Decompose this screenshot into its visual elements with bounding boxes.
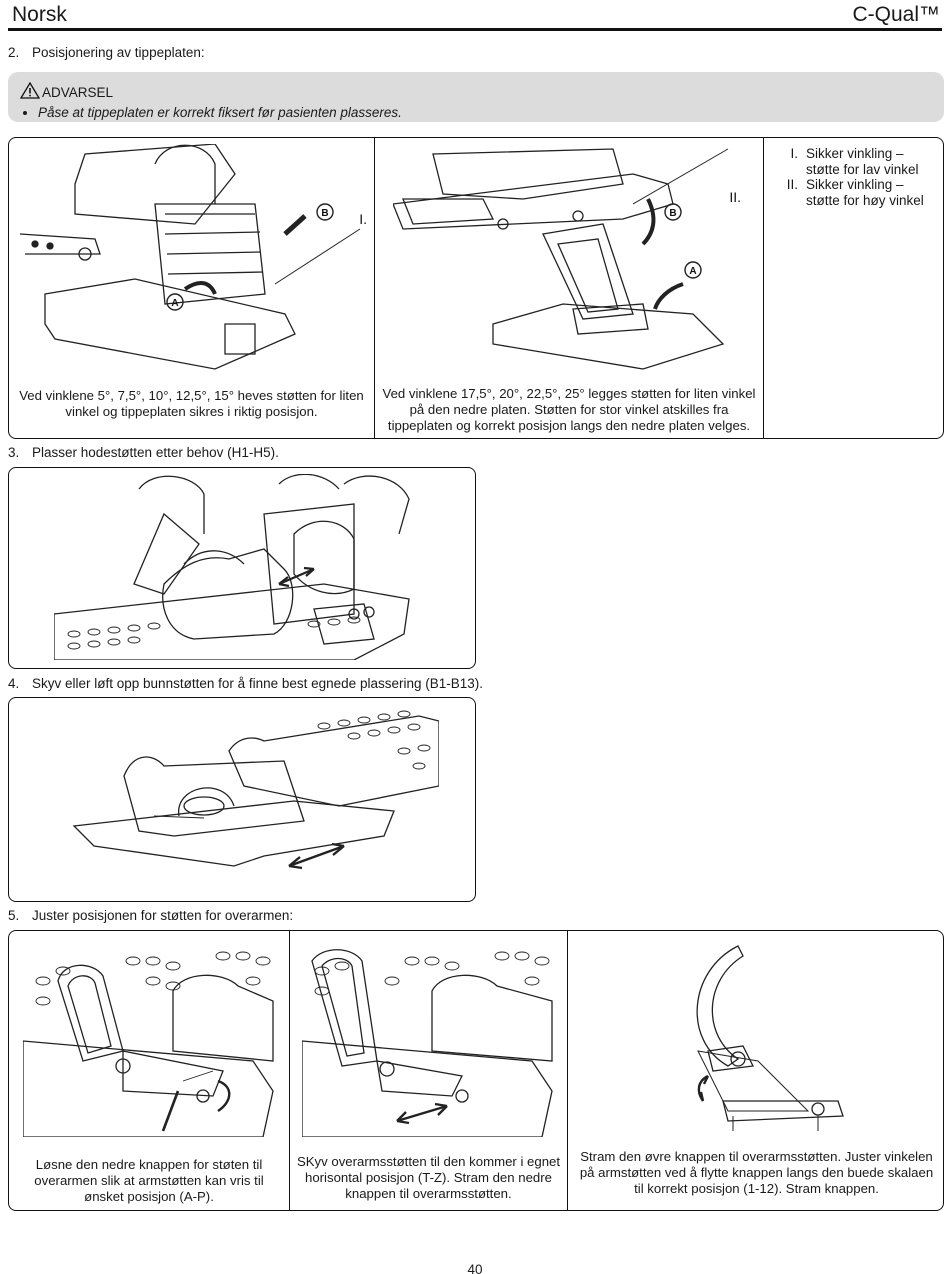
label-b: B	[321, 208, 328, 219]
step-number: 4.	[8, 676, 20, 691]
arm-angle-illustration	[668, 941, 848, 1137]
tilt-cell-low-angle: B A I. Ved vinklene 5°, 7,5°, 10°, 12,5°…	[9, 138, 375, 438]
bottom-support-panel	[8, 697, 476, 902]
arm-cell-loosen: Løsne den nedre knappen for støten til o…	[9, 931, 290, 1210]
step-text: Juster posisjonen for støtten for overar…	[32, 908, 294, 923]
label-b: B	[669, 208, 676, 219]
high-angle-caption: Ved vinklene 17,5°, 20°, 22,5°, 25° legg…	[382, 386, 756, 433]
upper-arm-panel: Løsne den nedre knappen for støten til o…	[8, 930, 944, 1211]
roman-label-i: I.	[359, 211, 367, 227]
headrest-panel	[8, 467, 476, 669]
step-2-heading: 2. Posisjonering av tippeplaten:	[8, 45, 205, 60]
arm-cell-slide: SKyv overarmsstøtten til den kommer i eg…	[290, 931, 568, 1210]
tilt-notes-cell: I. Sikker vinkling –støtte for lav vinke…	[764, 138, 943, 438]
step-text: Posisjonering av tippeplaten:	[32, 45, 205, 60]
arm-angle-caption: Stram den øvre knappen til overarmsstøtt…	[579, 1149, 934, 1196]
step-text: Skyv eller løft opp bunnstøtten for å fi…	[32, 676, 483, 691]
note-item: II. Sikker vinkling –støtte for høy vink…	[786, 177, 924, 208]
tilt-cell-high-angle: B A II. Ved vinklene 17,5°, 20°, 22,5°, …	[375, 138, 764, 438]
warning-box: ADVARSEL Påse at tippeplaten er korrekt …	[8, 72, 944, 122]
step-number: 3.	[8, 445, 20, 460]
high-angle-support-illustration: B A II.	[393, 144, 743, 376]
step-text: Plasser hodestøtten etter behov (H1-H5).	[32, 445, 279, 460]
low-angle-support-illustration: B A I.	[15, 144, 369, 376]
headrest-illustration	[54, 474, 414, 660]
label-a: A	[171, 298, 178, 309]
low-angle-caption: Ved vinklene 5°, 7,5°, 10°, 12,5°, 15° h…	[19, 388, 364, 419]
arm-slide-illustration	[302, 941, 556, 1137]
page-number: 40	[467, 1262, 483, 1274]
arm-cell-angle: Stram den øvre knappen til overarmsstøtt…	[568, 931, 943, 1210]
page-header: Norsk C-Qual™	[8, 0, 942, 31]
step-number: 2.	[8, 45, 20, 60]
roman-label-ii: II.	[729, 189, 741, 205]
language-label: Norsk	[12, 3, 67, 26]
arm-loosen-illustration	[23, 941, 275, 1137]
warning-bullet: Påse at tippeplaten er korrekt fiksert f…	[38, 105, 932, 120]
warning-title: ADVARSEL	[42, 84, 114, 100]
arm-loosen-caption: Løsne den nedre knappen for støten til o…	[34, 1157, 264, 1204]
step-3-heading: 3. Plasser hodestøtten etter behov (H1-H5…	[8, 445, 279, 460]
product-name: C-Qual™	[852, 3, 940, 26]
tilt-notes-list: I. Sikker vinkling –støtte for lav vinke…	[782, 146, 924, 208]
step-4-heading: 4. Skyv eller løft opp bunnstøtten for å …	[8, 676, 483, 691]
step-number: 5.	[8, 908, 20, 923]
step-5-heading: 5. Juster posisjonen for støtten for over…	[8, 908, 293, 923]
warning-triangle-icon	[19, 81, 41, 102]
label-a: A	[689, 266, 696, 277]
note-item: I. Sikker vinkling –støtte for lav vinke…	[790, 146, 919, 177]
arm-slide-caption: SKyv overarmsstøtten til den kommer i eg…	[296, 1154, 561, 1201]
bottom-support-illustration	[64, 706, 439, 886]
tilt-plate-panel: B A I. Ved vinklene 5°, 7,5°, 10°, 12,5°…	[8, 137, 944, 439]
